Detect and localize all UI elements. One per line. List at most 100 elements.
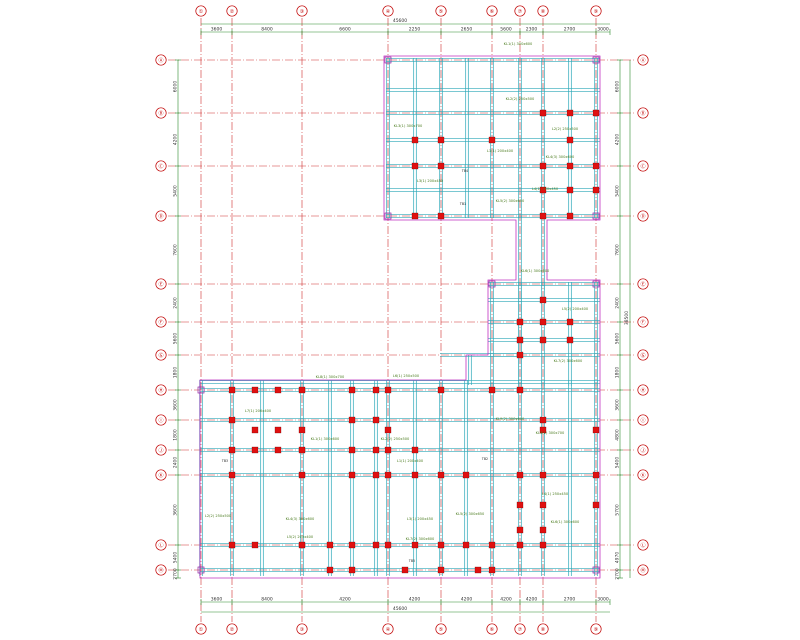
grid-bubble-label: Ⓛ xyxy=(640,542,645,549)
dim-label: 2700 xyxy=(173,568,179,580)
column xyxy=(592,186,600,194)
column xyxy=(539,109,547,117)
grid-bubble xyxy=(296,623,308,635)
grid-bubble xyxy=(637,278,649,290)
grid-bubble xyxy=(382,5,394,17)
grid-bubble-label: Ⓓ xyxy=(640,213,645,220)
dim-label: 4800 xyxy=(615,429,621,441)
dim-label: 3000 xyxy=(597,596,609,602)
column xyxy=(384,386,392,394)
grid-bubble-label: ⑦ xyxy=(518,9,523,15)
beam-tag: KL5(2) 300x650 xyxy=(496,199,525,203)
room-note: TB2 xyxy=(481,457,488,461)
dim-label: 2400 xyxy=(615,297,621,309)
grid-bubble-label: ④ xyxy=(386,9,391,15)
grid-bubble xyxy=(637,444,649,456)
dim-label: 2700 xyxy=(564,596,576,602)
column xyxy=(539,471,547,479)
dim-label: 4200 xyxy=(500,596,512,602)
grid-bubble-label: Ⓘ xyxy=(640,417,645,424)
beam-tag: L5(2) 200x400 xyxy=(287,535,314,539)
grid-bubble-label: Ⓖ xyxy=(640,352,645,359)
grid-bubble xyxy=(155,210,167,222)
grid-axis-lines xyxy=(168,18,636,622)
grid-bubble-label: Ⓒ xyxy=(158,163,163,170)
column xyxy=(488,386,496,394)
grid-bubble-label: ⑤ xyxy=(439,9,443,15)
grid-bubble-label: Ⓕ xyxy=(640,319,645,326)
column xyxy=(372,446,380,454)
grid-bubble xyxy=(155,160,167,172)
column xyxy=(592,162,600,170)
column xyxy=(298,471,306,479)
column xyxy=(566,186,574,194)
column xyxy=(384,426,392,434)
column xyxy=(411,136,419,144)
grid-bubble-label: Ⓓ xyxy=(158,213,163,220)
column-outline xyxy=(592,212,600,220)
column xyxy=(274,386,282,394)
column xyxy=(539,318,547,326)
dim-label: 5400 xyxy=(173,552,179,564)
column xyxy=(251,446,259,454)
grid-bubble xyxy=(435,623,447,635)
column xyxy=(566,212,574,220)
dim-label: 2650 xyxy=(461,26,473,32)
column xyxy=(228,471,236,479)
grid-bubble xyxy=(590,5,602,17)
grid-bubble-label: ⑤ xyxy=(439,627,443,633)
grid-bubble xyxy=(637,349,649,361)
dim-label: 4200 xyxy=(173,134,179,146)
dim-label: 5400 xyxy=(615,185,621,197)
dim-label: 3600 xyxy=(211,596,223,602)
column xyxy=(437,136,445,144)
column xyxy=(566,109,574,117)
column xyxy=(348,566,356,574)
column xyxy=(539,526,547,534)
grid-bubble xyxy=(514,5,526,17)
beam-tag: KL4(3) 300x600 xyxy=(546,155,575,159)
grid-bubble xyxy=(155,107,167,119)
dim-label: 2400 xyxy=(173,457,179,469)
column xyxy=(488,541,496,549)
column xyxy=(539,416,547,424)
dim-label: 1800 xyxy=(173,429,179,441)
column xyxy=(566,336,574,344)
column xyxy=(539,212,547,220)
beam-tag: L1(1) 200x400 xyxy=(487,149,514,153)
column xyxy=(539,336,547,344)
column xyxy=(516,501,524,509)
grid-bubble xyxy=(195,5,207,17)
column xyxy=(539,186,547,194)
column xyxy=(298,446,306,454)
column xyxy=(274,426,282,434)
grid-bubble xyxy=(226,5,238,17)
column xyxy=(228,386,236,394)
grid-bubble-label: Ⓑ xyxy=(640,110,645,117)
grid-bubble xyxy=(637,539,649,551)
column xyxy=(228,541,236,549)
grid-bubble xyxy=(155,316,167,328)
column xyxy=(401,566,409,574)
beam-tag: KL8(1) 300x700 xyxy=(316,375,345,379)
beam-tag: KL6(1) 300x600 xyxy=(521,269,550,273)
room-note: TB1 xyxy=(459,202,466,206)
dim-label: 4200 xyxy=(409,596,421,602)
grid-bubble xyxy=(155,54,167,66)
dim-label: 4200 xyxy=(339,596,351,602)
grid-bubble-label: Ⓜ xyxy=(158,567,163,574)
grid-bubble-label: Ⓙ xyxy=(158,447,163,454)
beam-tag: KL3(1) 300x700 xyxy=(536,431,565,435)
grid-bubble xyxy=(155,414,167,426)
beam-tag: KL2(2) 250x500 xyxy=(506,97,535,101)
grid-bubble xyxy=(486,5,498,17)
grid-bubble-label: ① xyxy=(199,9,204,15)
dim-label: 5600 xyxy=(615,333,621,345)
column-outline xyxy=(384,56,392,64)
column xyxy=(228,416,236,424)
grid-bubble xyxy=(537,623,549,635)
